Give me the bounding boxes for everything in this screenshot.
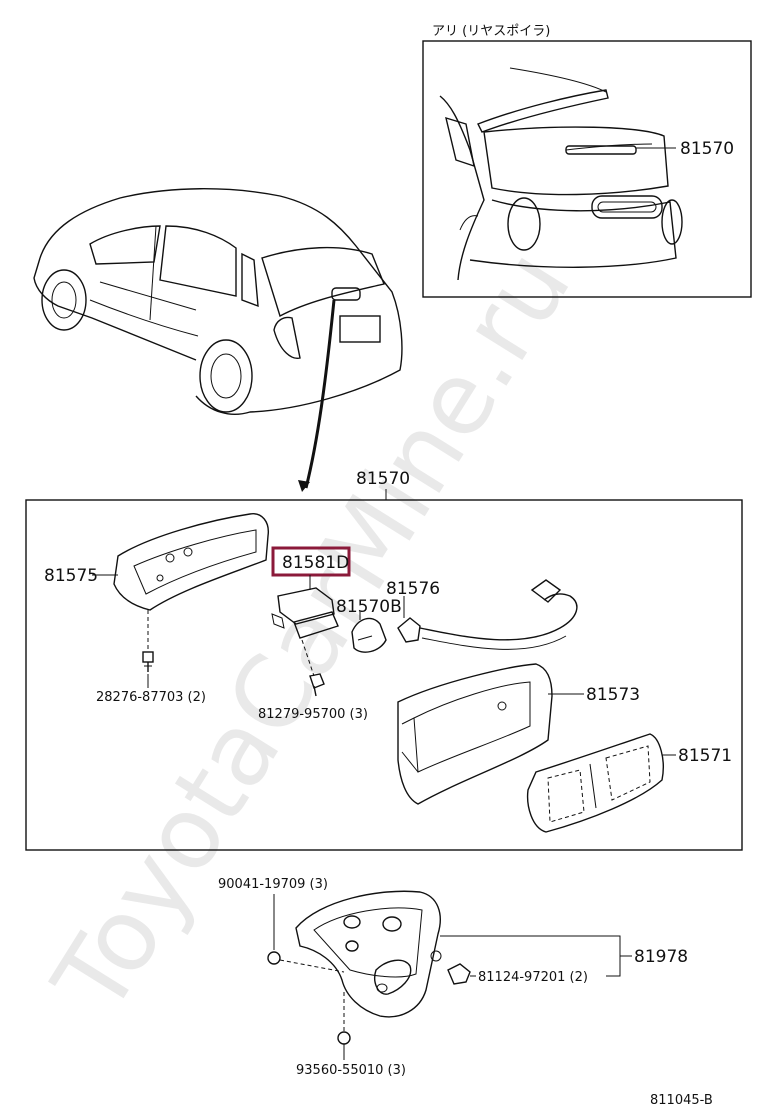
screw-right-dashline — [301, 639, 315, 677]
car-illustration — [33, 188, 403, 415]
lens-body-81573 — [397, 663, 553, 805]
inset-panel: アリ (リヤスポイラ) 81570 — [422, 24, 752, 298]
nut-bottom-label: 93560-55010 (3) — [296, 1063, 406, 1078]
car-high-mount-stop-lamp — [331, 287, 361, 301]
screw-left-label: 28276-87703 (2) — [96, 690, 206, 705]
nut-bottom-part — [337, 1031, 351, 1045]
lens-body-label: 81573 — [586, 685, 640, 705]
assembly-title-label: 81570 — [356, 469, 410, 489]
inset-title: アリ (リヤスポイラ) — [432, 24, 550, 39]
catalog-number: 811045-B — [650, 1093, 713, 1108]
inset-car-rear-illustration — [439, 67, 683, 281]
nut-top-label: 90041-19709 (3) — [218, 877, 328, 892]
screw-right-label: 81279-95700 (3) — [258, 707, 368, 722]
screw-left-part — [142, 651, 154, 672]
socket-label: 81576 — [386, 579, 440, 599]
car-to-assembly-leader — [304, 299, 336, 489]
clip-label: 81124-97201 (2) — [478, 970, 588, 985]
bulb-label: 81570B — [336, 597, 402, 617]
socket-harness-81576 — [397, 579, 578, 650]
inset-part-label: 81570 — [680, 139, 734, 159]
assembly-frame — [25, 499, 743, 851]
screw-right-part — [309, 673, 325, 697]
part-81581d-board — [271, 587, 339, 639]
clip-part — [447, 963, 471, 985]
highlighted-part-box[interactable] — [271, 546, 351, 577]
watermark: ToyotaCarMine.ru — [31, 230, 594, 1034]
bracket-81978 — [295, 890, 442, 1018]
highlighted-part-label[interactable]: 81581D — [282, 553, 349, 573]
housing-label: 81575 — [44, 566, 98, 586]
inset-frame — [422, 40, 752, 298]
nut-top-dashline — [279, 959, 345, 973]
lens-label: 81571 — [678, 746, 732, 766]
nut-top-part — [267, 951, 281, 965]
group-label: 81978 — [634, 947, 688, 967]
leader-arrowhead — [298, 480, 310, 492]
lens-81571 — [526, 733, 664, 833]
bulb-81570b — [351, 617, 387, 653]
housing-81575 — [113, 513, 269, 611]
